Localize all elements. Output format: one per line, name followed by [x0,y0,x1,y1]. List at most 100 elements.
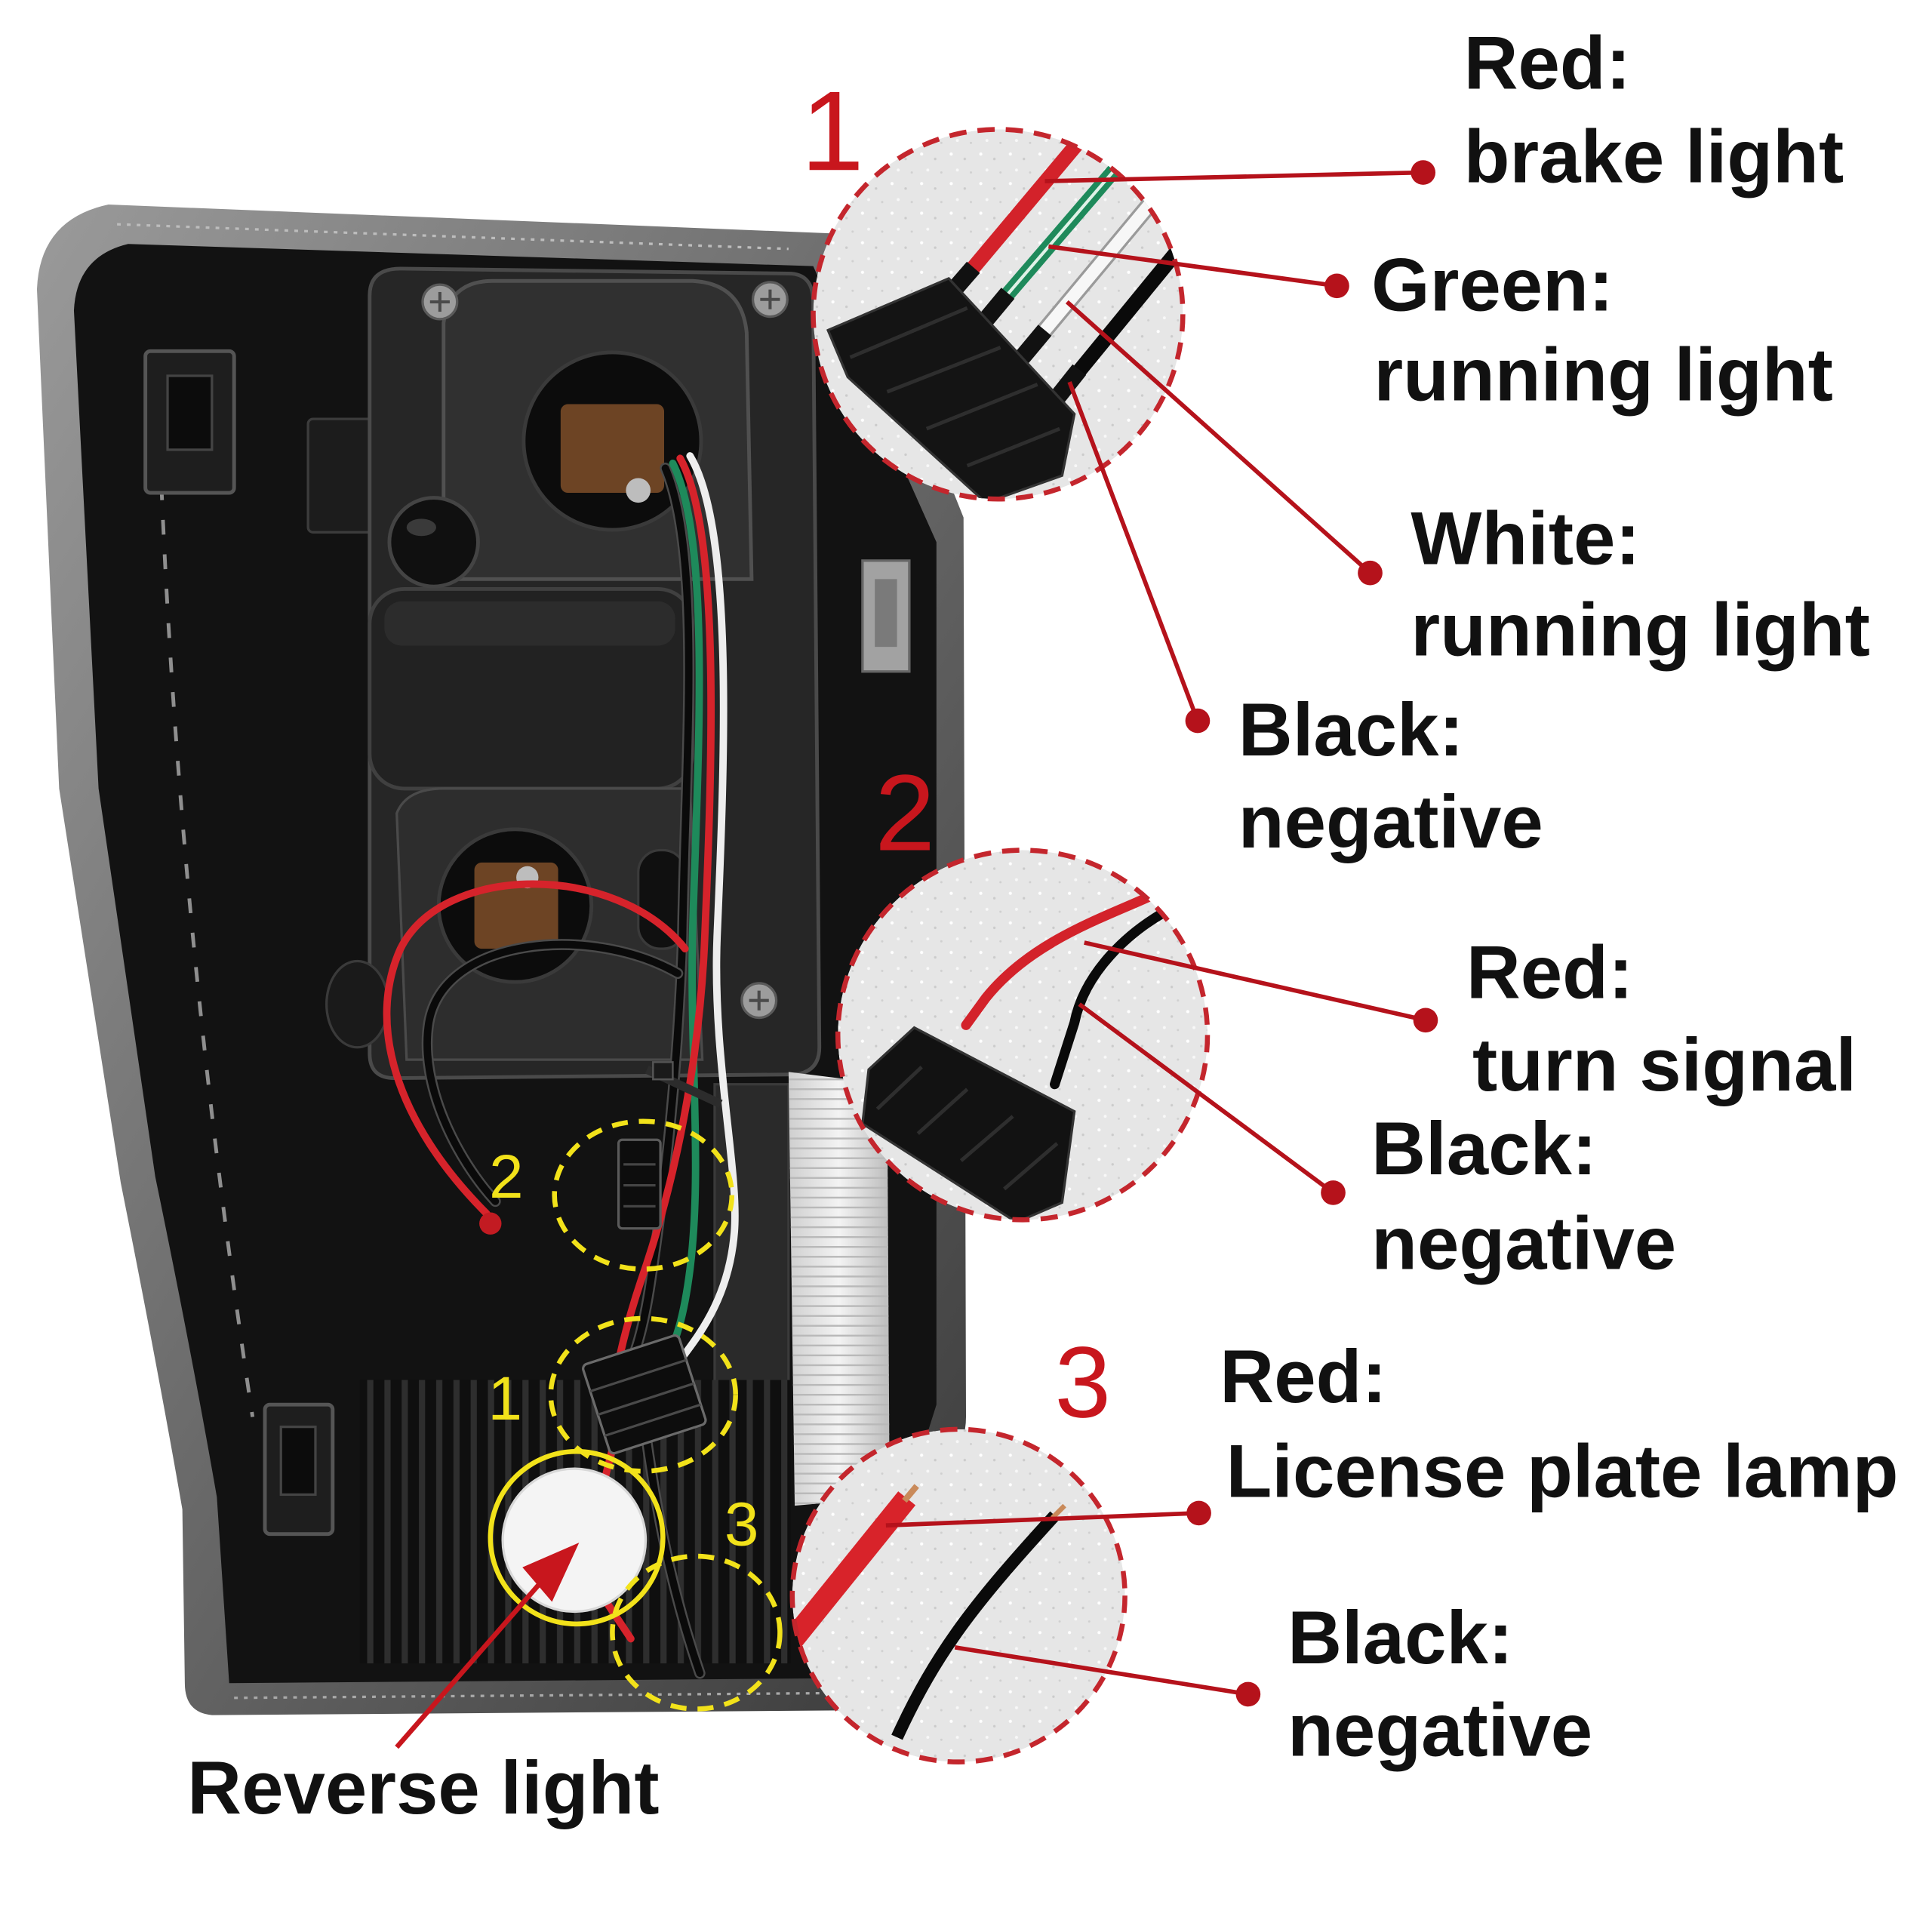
inset-2-wire-red [961,884,1170,1030]
label-license-plate-lamp: License plate lamp [1226,1430,1898,1514]
leader-dot-red-turn [1413,1008,1438,1033]
leader-white-running [1065,300,1372,575]
leader-black-negative-1 [1067,381,1200,722]
inset-1-wire-green-stripe [988,146,1135,317]
leader-dot-green-running [1324,273,1349,299]
callout-number-2: 2 [875,753,935,874]
wire-black [624,464,693,1372]
wire-red [605,454,715,1421]
wire-red-loop [383,880,689,1218]
label-black-color-2: Black: [1371,1107,1597,1191]
label-black-color-3: Black: [1287,1596,1513,1680]
rubber-boot [387,496,480,589]
inset-1-wire-white [1020,176,1174,359]
callout-2-labels: Red: turn signal Black: negative [1371,931,1857,1285]
wire-green [661,459,703,1365]
inset-connector-2 [835,848,1211,1223]
label-negative-2: negative [1371,1202,1676,1286]
label-green-running-light: running light [1374,334,1832,417]
label-negative-1: negative [1238,780,1543,864]
label-white-color: White: [1411,497,1640,581]
leader-lines [885,160,1438,1707]
inset-1-sleeve-black [1049,364,1087,405]
label-negative-3: negative [1287,1689,1592,1773]
connector-2-highlight [552,1118,735,1272]
inset-1-connector-ridges [849,306,1060,468]
label-red-color: Red: [1464,22,1631,106]
mounting-clip-bottom [263,1402,335,1537]
metal-side-clip [861,559,911,673]
inset-3-wire-black-tip [1050,1503,1066,1520]
wire-black-license [643,1438,704,1678]
leader-dot-red-license [1186,1500,1211,1526]
inset-2-border [835,848,1211,1223]
wire-black-loop [423,940,681,1205]
leader-green-running [1048,244,1337,288]
callout-1-labels: Red: brake light Green: running light Wh… [1238,22,1870,865]
license-lamp-lens-lines [788,1072,890,1506]
leader-red-turn [1084,940,1426,1023]
rim-top-ribs [117,223,789,251]
label-brake-light: brake light [1464,115,1844,199]
leader-black-negative-2 [1078,1002,1335,1195]
inset-3-border [789,1426,1128,1764]
upper-bulb [626,478,651,503]
upper-socket-reflector [560,404,664,494]
leader-dot-red-brake [1411,160,1436,185]
leader-red-license [885,1511,1199,1528]
photo-marker-1: 1 [488,1364,522,1433]
inset-3-wire-red-tip [902,1484,919,1503]
connector-1-highlight [548,1315,738,1474]
reverse-light-arrow-shaft [395,1579,544,1749]
label-red-color-3: Red: [1220,1335,1386,1419]
cable-tie [645,1061,723,1109]
label-white-running-light: running light [1411,589,1869,672]
photo-marker-3: 3 [724,1490,758,1558]
tail-light-photo: 2 1 3 [36,205,966,1749]
inset-1-sleeve-green [977,288,1015,329]
side-boss [325,959,389,1049]
callout-number-1: 1 [801,67,864,194]
label-red-color-2: Red: [1466,931,1633,1014]
callout-3-labels: Red: License plate lamp Black: negative [1220,1335,1898,1773]
leader-dot-black-negative-3 [1235,1681,1261,1707]
inset-2-connector-ridges [875,1066,1059,1191]
lower-socket-reflector [474,862,558,949]
control-module-top [384,601,675,646]
screw-top-right [751,281,789,318]
connector-1 [582,1334,707,1455]
screw-top-left [421,283,459,321]
leader-red-brake [1044,170,1423,183]
inset-3-wire-black [891,1511,1060,1740]
callout-number-3: 3 [1055,1327,1111,1439]
leader-dot-black-negative-2 [1321,1180,1346,1205]
inset-1-border [811,127,1186,502]
inset-connector-1 [811,127,1186,502]
reverse-light-bulb [501,1467,648,1614]
screw-bottom-right [740,982,778,1020]
wire-harness [383,452,739,1679]
label-reverse-light: Reverse light [187,1746,659,1830]
inset-3-wire-red [792,1491,916,1652]
leader-dot-white-running [1358,560,1383,586]
inset-1-wire-red [947,129,1104,297]
reverse-light-ring [488,1449,666,1627]
rim-side-ribs [155,382,255,1417]
mounting-clip-top [143,349,236,495]
inset-3-background [792,1429,1125,1762]
label-black-color-1: Black: [1238,688,1464,772]
inset-2-wire-black [1050,900,1182,1090]
wire-white [680,452,739,1359]
turn-signal-plug [479,1212,502,1235]
connector-3-highlight [610,1553,783,1712]
connector-2 [617,1138,662,1230]
photo-marker-2: 2 [489,1143,523,1211]
rim-bottom-ribs [234,1691,851,1700]
reverse-light-arrow-head [522,1543,580,1602]
leader-dot-black-negative-1 [1185,708,1211,734]
inset-wires-3 [789,1426,1128,1764]
label-green-color: Green: [1371,243,1614,327]
leader-black-negative-3 [954,1645,1249,1697]
label-turn-signal: turn signal [1472,1023,1857,1107]
